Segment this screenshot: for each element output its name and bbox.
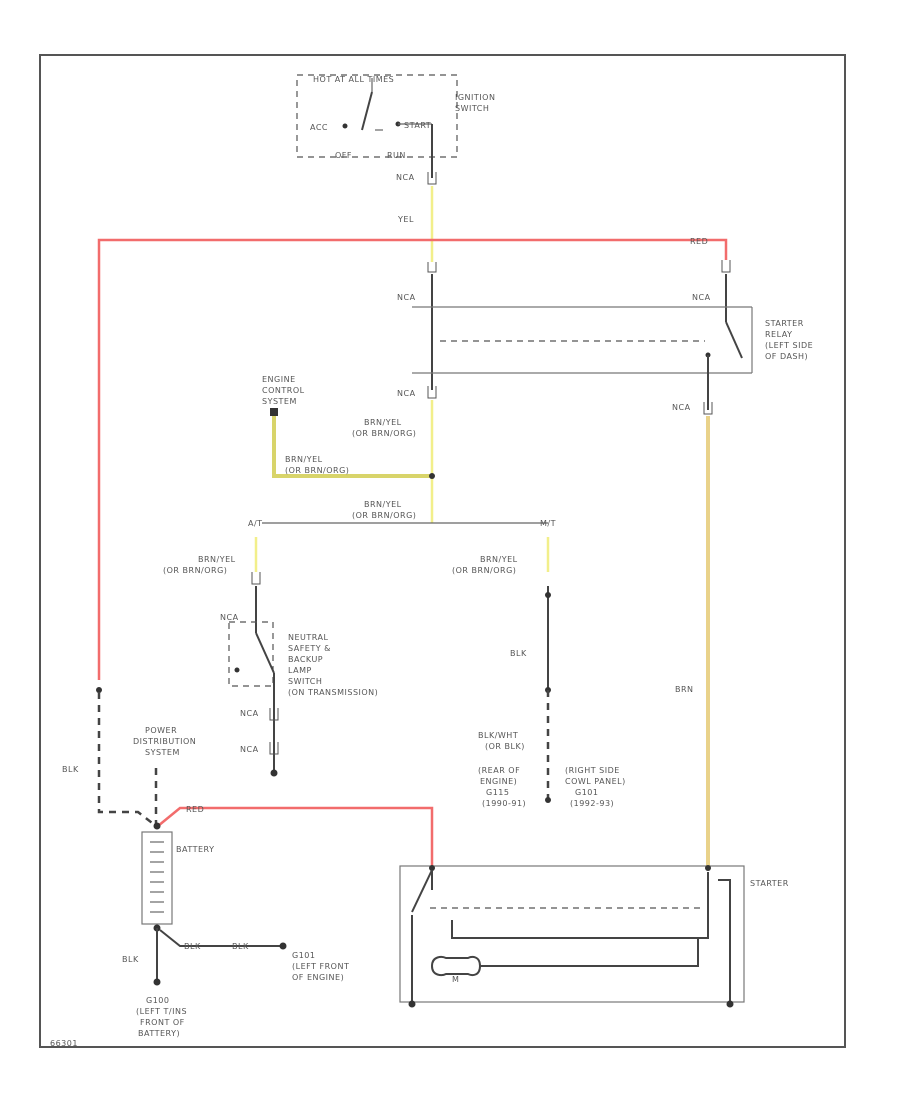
starter-motor-lead xyxy=(480,938,699,967)
mt-wire-terminal-top xyxy=(545,592,551,598)
nca-switch-label: NCA xyxy=(220,613,239,622)
at-label: A/T xyxy=(248,519,263,528)
brn-yel-right-label: BRN/YEL(OR BRN/ORG) xyxy=(452,555,518,575)
blk-c-label: BLK xyxy=(232,942,249,951)
connector-relay-left-bottom xyxy=(427,386,437,399)
neutral-switch-outline xyxy=(228,621,274,687)
relay-switch-blade xyxy=(725,321,743,359)
motor-m-label: M xyxy=(452,975,459,984)
starter-solenoid-terminal xyxy=(705,865,711,871)
nca-a-label: NCA xyxy=(240,709,259,718)
brn-yel-label-2: BRN/YEL(OR BRN/ORG) xyxy=(285,455,349,475)
yel-label: YEL xyxy=(397,215,414,224)
engine-ground-wire xyxy=(159,929,282,947)
battery-positive-terminal xyxy=(153,822,161,830)
at-wire-terminal xyxy=(270,769,278,777)
battery-label: BATTERY xyxy=(176,845,214,854)
run-label: RUN xyxy=(387,151,406,160)
nca-relay-bottom-label: NCA xyxy=(397,389,416,398)
starter-solenoid-blade xyxy=(411,869,433,913)
blk-mid-label: BLK xyxy=(510,649,527,658)
connector-relay-right-top xyxy=(721,260,731,273)
connector-nca-top xyxy=(427,172,437,185)
starter-motor-symbol xyxy=(430,956,482,976)
ignition-switch-outline xyxy=(296,74,458,158)
blk-bottom-label: BLK xyxy=(122,955,139,964)
battery-body xyxy=(141,831,173,925)
hot-at-all-times-label: HOT AT ALL TIMES xyxy=(313,75,394,84)
blk-left-label: BLK xyxy=(62,765,79,774)
ignition-switch-blade xyxy=(361,91,373,131)
nca-relay-out-label: NCA xyxy=(672,403,691,412)
connector-nca-a xyxy=(269,708,279,721)
connector-at xyxy=(251,572,261,585)
mt-label: M/T xyxy=(540,519,556,528)
starter-inner-loop xyxy=(718,879,731,1004)
off-label: OFF xyxy=(335,151,352,160)
neutral-switch-blade xyxy=(255,632,275,674)
blk-wht-label: BLK/WHT(OR BLK) xyxy=(478,731,525,751)
diagram-frame xyxy=(39,54,846,1048)
battery: BATTERY xyxy=(141,831,214,925)
red-bottom-label: RED xyxy=(186,805,204,814)
starter-outline xyxy=(399,865,745,1003)
red-wire-bottom xyxy=(157,806,434,868)
diagram-code: 66301 xyxy=(50,1039,78,1048)
blk-power-dist-wire xyxy=(97,692,157,827)
brn-yel-left-label: BRN/YEL(OR BRN/ORG) xyxy=(163,555,236,575)
brn-label: BRN xyxy=(675,685,694,694)
red-wire-top xyxy=(97,238,728,680)
blk-b-label: BLK xyxy=(184,942,201,951)
power-dist-terminal xyxy=(96,687,102,693)
acc-label: ACC xyxy=(310,123,328,132)
brn-yel-wire-engine-control xyxy=(272,416,432,478)
connector-relay-out xyxy=(703,402,713,415)
engine-ground-terminal xyxy=(279,942,287,950)
connector-relay-left-top xyxy=(427,262,437,273)
engine-control-terminal xyxy=(270,408,278,416)
mt-ground-terminal xyxy=(545,797,551,803)
battery-ground-terminal xyxy=(153,978,161,986)
connector-nca-b xyxy=(269,742,279,755)
splice-engine-control xyxy=(429,473,435,479)
nca-relay-left-label: NCA xyxy=(397,293,416,302)
battery-cells xyxy=(150,841,164,913)
brn-yel-label-3: BRN/YEL(OR BRN/ORG) xyxy=(352,500,416,520)
starter-coil-winding xyxy=(451,872,709,939)
starter: M STARTER xyxy=(399,865,789,1008)
starter-ground-left xyxy=(408,1000,416,1008)
starter-label: STARTER xyxy=(750,879,789,888)
brn-yel-label-1: BRN/YEL(OR BRN/ORG) xyxy=(352,418,416,438)
nca-b-label: NCA xyxy=(240,745,259,754)
neutral-switch-contact xyxy=(234,667,240,673)
acc-contact xyxy=(342,123,348,129)
nca-relay-right-label: NCA xyxy=(692,293,711,302)
starter-ground-right xyxy=(726,1000,734,1008)
start-label: START xyxy=(404,121,431,130)
nca-top-label: NCA xyxy=(396,173,415,182)
starter-battery-terminal xyxy=(429,865,435,871)
red-top-label: RED xyxy=(690,237,708,246)
